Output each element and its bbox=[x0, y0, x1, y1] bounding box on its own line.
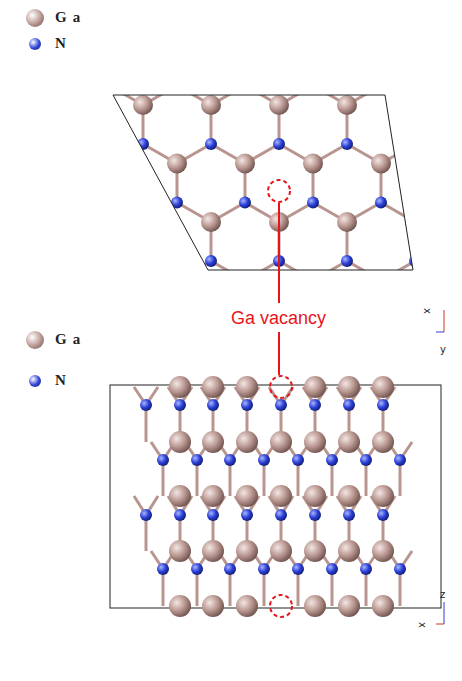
legend-swatch bbox=[29, 375, 41, 387]
axis-label: z bbox=[440, 590, 445, 600]
legend-text: N bbox=[55, 373, 72, 388]
axis-label: x bbox=[417, 622, 427, 628]
axis-label: y bbox=[440, 345, 446, 355]
legend-text: N bbox=[55, 36, 72, 51]
legend-swatch bbox=[26, 331, 44, 349]
legend-swatch bbox=[26, 9, 44, 27]
legend-text: Ga bbox=[55, 10, 86, 25]
legend-swatch bbox=[29, 38, 41, 50]
axis-label: x bbox=[422, 308, 432, 314]
legend-text: Ga bbox=[55, 332, 86, 347]
vacancy-label: Ga vacancy bbox=[229, 309, 328, 327]
